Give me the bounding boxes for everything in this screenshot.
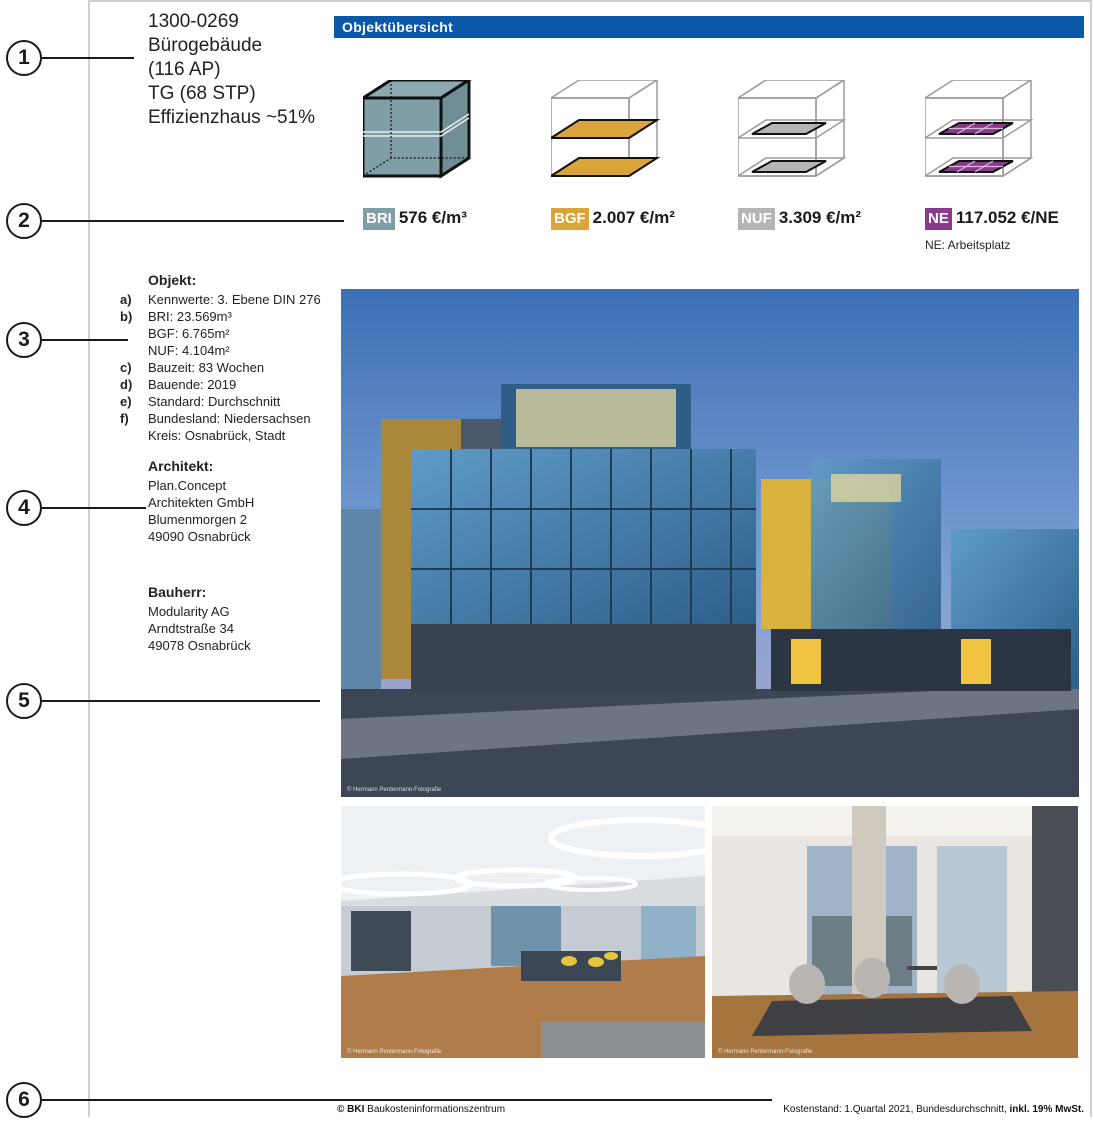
callout-number: 5 bbox=[6, 683, 42, 719]
callout-number: 1 bbox=[6, 40, 42, 76]
garage-info: TG (68 STP) bbox=[148, 83, 256, 104]
object-row: b)BRI: 23.569m³ bbox=[120, 309, 232, 324]
architect-info: Architekt: Plan.Concept Architekten GmbH… bbox=[120, 458, 254, 545]
copyright-symbol: © bbox=[337, 1104, 345, 1115]
ne-note: NE: Arbeitsplatz bbox=[925, 238, 1011, 252]
project-number: 1300-0269 bbox=[148, 11, 239, 32]
bri-value: 576 €/m³ bbox=[398, 208, 467, 227]
photo-credit: © Hermann Pentermann-Fotografie bbox=[347, 786, 442, 793]
object-row: e)Standard: Durchschnitt bbox=[120, 394, 281, 409]
nuf-value: 3.309 €/m² bbox=[778, 208, 862, 227]
callout-line bbox=[42, 339, 128, 341]
photo-credit: © Hermann Pentermann-Fotografie bbox=[718, 1048, 813, 1055]
callout-number: 2 bbox=[6, 203, 42, 239]
cube-volume-icon bbox=[363, 80, 472, 179]
usage-unit-icon bbox=[925, 80, 1034, 178]
architect-line: Plan.Concept bbox=[148, 478, 227, 493]
client-info: Bauherr: Modularity AG Arndtstraße 34 49… bbox=[120, 584, 251, 654]
page-frame bbox=[88, 0, 1092, 1117]
interior-photo-lounge: © Hermann Pentermann-Fotografie bbox=[712, 806, 1078, 1058]
bgf-value: 2.007 €/m² bbox=[592, 208, 675, 227]
footer-publisher: © BKI Baukosteninformationszentrum bbox=[337, 1104, 505, 1115]
architect-heading: Architekt: bbox=[148, 458, 214, 474]
callout-line bbox=[42, 507, 146, 509]
object-row: Kreis: Osnabrück, Stadt bbox=[148, 428, 286, 443]
callout-3: 3 bbox=[6, 322, 326, 362]
bri-tag: BRI bbox=[363, 208, 395, 230]
object-heading: Objekt: bbox=[148, 272, 197, 288]
architect-line: 49090 Osnabrück bbox=[148, 529, 251, 544]
project-identification: 1300-0269 Bürogebäude (116 AP) TG (68 ST… bbox=[148, 10, 315, 130]
ne-tag: NE bbox=[925, 208, 952, 230]
ne-value: 117.052 €/NE bbox=[955, 208, 1059, 227]
photo-credit: © Hermann Pentermann-Fotografie bbox=[347, 1048, 442, 1055]
bgf-tag: BGF bbox=[551, 208, 589, 230]
callout-number: 4 bbox=[6, 490, 42, 526]
vat-note: inkl. 19% MwSt. bbox=[1009, 1104, 1084, 1115]
object-row: f)Bundesland: Niedersachsen bbox=[120, 411, 311, 426]
interior-photo-lobby: © Hermann Pentermann-Fotografie bbox=[341, 806, 705, 1058]
exterior-photo: © Hermann Pentermann-Fotografie bbox=[341, 289, 1079, 797]
object-row: BGF: 6.765m² bbox=[148, 326, 230, 341]
object-row: NUF: 4.104m² bbox=[148, 343, 230, 358]
object-row: a)Kennwerte: 3. Ebene DIN 276 bbox=[120, 292, 321, 307]
object-row: d)Bauende: 2019 bbox=[120, 377, 237, 392]
lounge-interior-image: © Hermann Pentermann-Fotografie bbox=[712, 806, 1078, 1058]
callout-2: 2 bbox=[6, 203, 344, 243]
section-header: Objektübersicht bbox=[334, 16, 1084, 38]
client-line: Arndtstraße 34 bbox=[148, 621, 234, 636]
lobby-interior-image: © Hermann Pentermann-Fotografie bbox=[341, 806, 705, 1058]
object-info: Objekt: a)Kennwerte: 3. Ebene DIN 276 b)… bbox=[120, 272, 321, 444]
client-line: Modularity AG bbox=[148, 604, 230, 619]
callout-number: 3 bbox=[6, 322, 42, 358]
callout-line bbox=[42, 57, 134, 59]
callout-line bbox=[42, 1099, 772, 1101]
publisher-name: Baukosteninformationszentrum bbox=[367, 1104, 506, 1115]
callout-6: 6 bbox=[6, 1082, 786, 1122]
client-line: 49078 Osnabrück bbox=[148, 638, 251, 653]
callout-number: 6 bbox=[6, 1082, 42, 1118]
callout-line bbox=[42, 220, 344, 222]
callout-1: 1 bbox=[6, 40, 326, 80]
architect-line: Architekten GmbH bbox=[148, 495, 255, 510]
workplace-count: (116 AP) bbox=[148, 59, 221, 80]
architect-line: Blumenmorgen 2 bbox=[148, 512, 247, 527]
footer-cost-basis: Kostenstand: 1.Quartal 2021, Bundesdurch… bbox=[783, 1104, 1084, 1115]
callout-4: 4 bbox=[6, 490, 326, 530]
nuf-tag: NUF bbox=[738, 208, 775, 230]
floor-area-icon bbox=[551, 80, 661, 178]
callout-line bbox=[42, 700, 320, 702]
efficiency-standard: Effizienzhaus ~51% bbox=[148, 107, 316, 128]
object-row: c)Bauzeit: 83 Wochen bbox=[120, 360, 265, 375]
callout-5: 5 bbox=[6, 683, 326, 723]
client-heading: Bauherr: bbox=[148, 584, 207, 600]
usable-area-icon bbox=[738, 80, 847, 178]
publisher-brand: BKI bbox=[347, 1104, 365, 1115]
cost-basis: Kostenstand: 1.Quartal 2021, Bundesdurch… bbox=[783, 1104, 1007, 1115]
building-type: Bürogebäude bbox=[148, 35, 263, 56]
building-exterior-image: © Hermann Pentermann-Fotografie bbox=[341, 289, 1079, 797]
